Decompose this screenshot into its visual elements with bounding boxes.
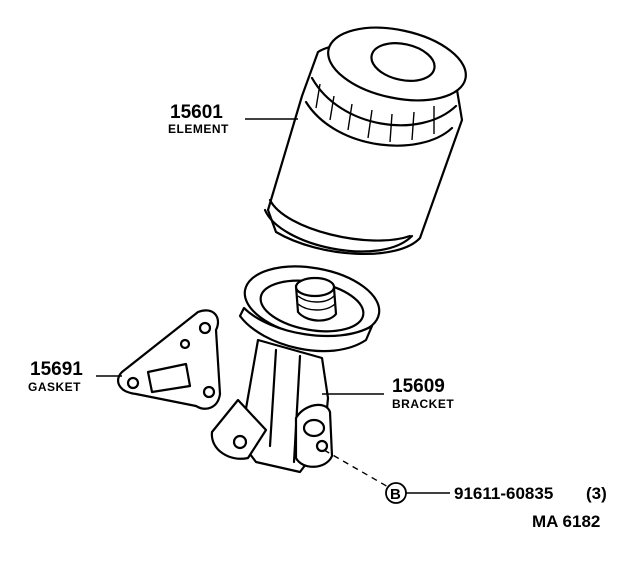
bolt-part-number: 91611-60835 [454,484,553,503]
gasket [117,309,222,410]
gasket-part-name: GASKET [28,380,81,394]
oil-filter-element [263,26,467,256]
bolt-quantity: (3) [586,484,607,503]
bracket-part-number: 15609 [392,376,445,397]
bolt-symbol-letter: B [390,486,401,503]
bracket-part-name: BRACKET [392,397,454,411]
element-part-name: ELEMENT [168,122,229,136]
element-part-number: 15601 [170,102,223,123]
bracket [210,265,391,489]
gasket-part-number: 15691 [30,359,83,380]
figure-code: MA 6182 [532,512,600,531]
bolt-symbol-circle [385,482,407,504]
